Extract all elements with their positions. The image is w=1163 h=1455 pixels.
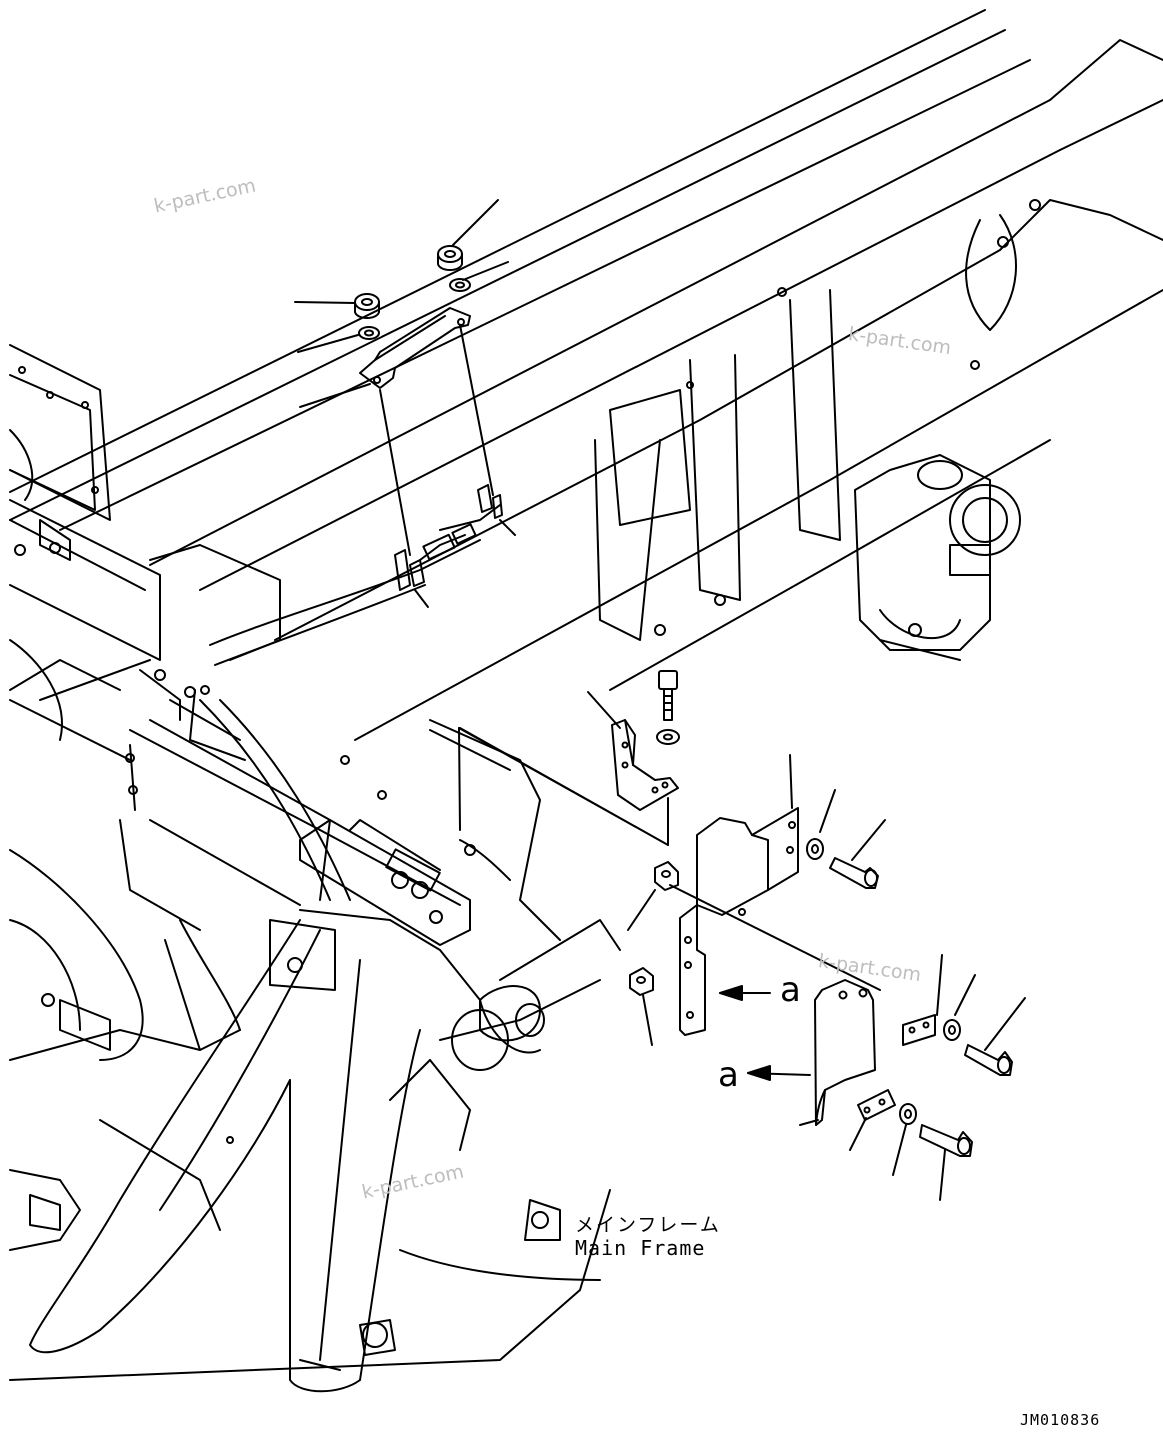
- bolt-bracket-assembly: [458, 670, 680, 846]
- frame-bulkheads: [594, 199, 1041, 661]
- drawing-number: JM010836: [1020, 1411, 1101, 1429]
- callout-a-lower: a: [718, 1055, 739, 1095]
- ripper-arm: [29, 909, 621, 1393]
- cross-members: [9, 499, 331, 931]
- main-frame-label-jp: メインフレーム: [575, 1214, 721, 1236]
- leader-lines-upper: [294, 199, 509, 408]
- callout-arrows: [719, 985, 811, 1081]
- main-frame-label-en: Main Frame: [575, 1236, 706, 1260]
- callout-a-upper: a: [780, 970, 801, 1010]
- main-frame-beam: [9, 9, 1163, 741]
- valve-block: [299, 719, 561, 946]
- cover-plate-assembly: [627, 754, 886, 1046]
- transmission-housing: [9, 344, 111, 521]
- upper-bracket-assembly: [354, 245, 516, 608]
- track-frame: [9, 849, 611, 1381]
- hose-lines: [125, 504, 501, 901]
- guard-plate-assembly: [799, 954, 1026, 1201]
